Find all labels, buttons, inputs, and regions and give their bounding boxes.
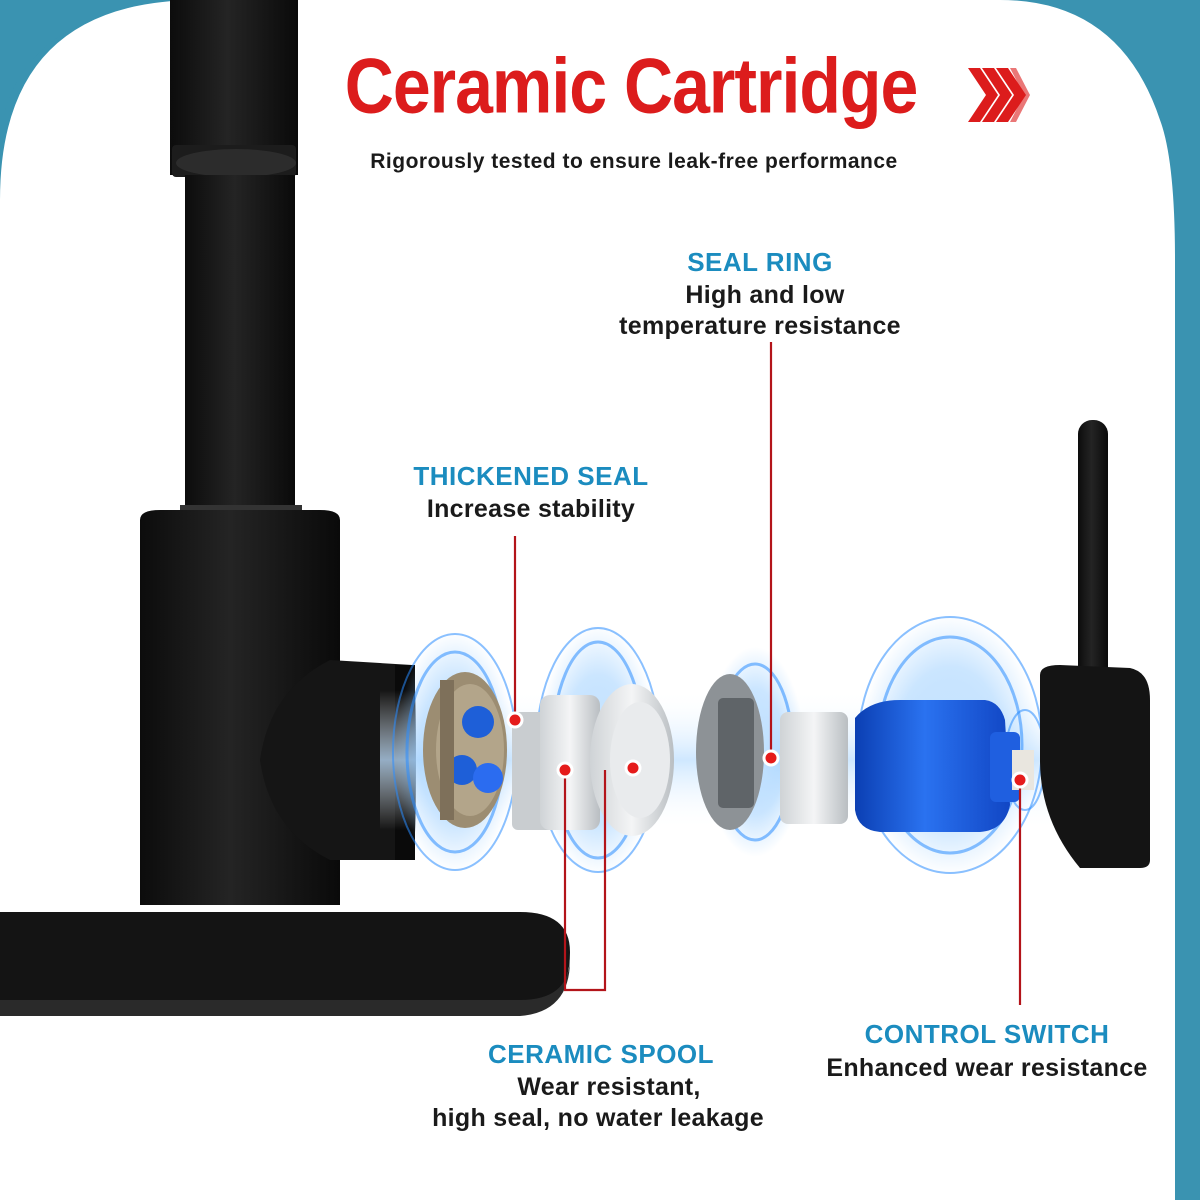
control-switch-heading: CONTROL SWITCH (864, 1019, 1110, 1049)
ceramic-spool-desc-line2: high seal, no water leakage (432, 1104, 764, 1132)
blue-cartridge-part (855, 700, 1034, 832)
faucet-neck (185, 175, 295, 515)
ceramic-spool-heading: CERAMIC SPOOL (487, 1039, 715, 1069)
deck-plate-edge (0, 960, 570, 1016)
seal-ring-part (696, 674, 848, 830)
seal-ring-desc-line1: High and low (685, 281, 845, 309)
faucet-handle (1040, 420, 1150, 868)
page-subtitle: Rigorously tested to ensure leak-free pe… (370, 150, 898, 173)
thickened-seal-heading: THICKENED SEAL (413, 461, 649, 491)
chevron-arrows-icon (968, 68, 1030, 122)
faucet-outlet (260, 660, 416, 860)
deck-plate (0, 912, 570, 1008)
thickened-seal-desc: Increase stability (426, 495, 636, 523)
leader-dots (506, 711, 1029, 789)
seal-ring-desc-line2: temperature resistance (619, 312, 901, 340)
leader-lines (513, 342, 1022, 1005)
thickened-seal-part (423, 672, 507, 828)
aerator (176, 149, 296, 177)
seal-ring-heading: SEAL RING (687, 247, 833, 277)
panel-curve (0, 0, 170, 140)
ceramic-spool-desc-line1: Wear resistant, (517, 1073, 701, 1101)
page-title: Ceramic Cartridge (344, 42, 919, 130)
control-switch-desc: Enhanced wear resistance (826, 1054, 1148, 1082)
